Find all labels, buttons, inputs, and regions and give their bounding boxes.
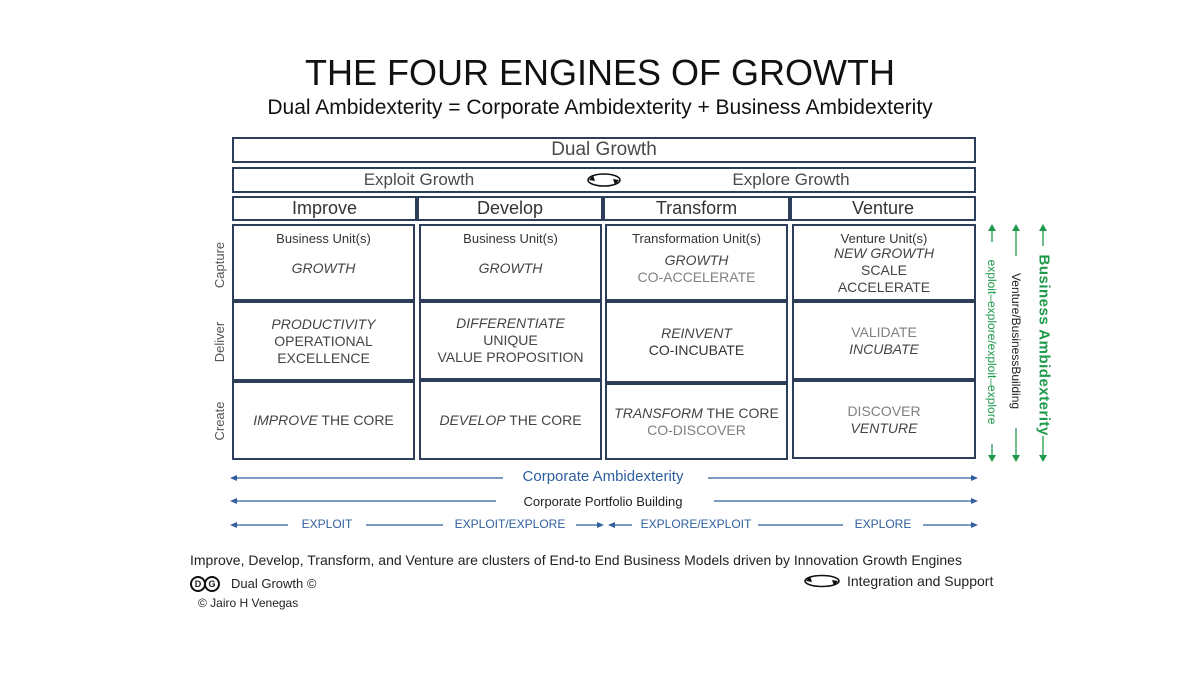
cell-text: THE CORE (505, 411, 582, 428)
row-label-capture: Capture (212, 241, 227, 289)
unit-label: Venture Unit(s) (840, 231, 928, 246)
cell-line: DEVELOP THE CORE (439, 412, 581, 429)
cell-text: SCALE (861, 262, 907, 278)
cell-text: REINVENT (661, 325, 732, 341)
header-venture-label: Venture (851, 198, 915, 218)
portfolio-building-label: Corporate Portfolio Building (523, 494, 683, 509)
cell-venture-create: DISCOVER VENTURE (792, 380, 976, 459)
unit-label: Business Unit(s) (276, 231, 371, 246)
cell-text: THE CORE (702, 404, 779, 421)
explore-label: EXPLORE (854, 517, 912, 531)
copyright-label: © Jairo H Venegas (198, 596, 299, 610)
cell-text: PRODUCTIVITY (271, 315, 376, 332)
bottom-arrows (230, 475, 978, 528)
cell-text: DISCOVER (847, 402, 921, 419)
cell-text: UNIQUE (483, 332, 538, 348)
cell-text: GROWTH (291, 260, 356, 276)
cell-text: EXCELLENCE (277, 349, 370, 366)
cell-transform-capture: Transformation Unit(s) GROWTH CO-ACCELER… (605, 224, 788, 301)
cell-text: DEVELOP (439, 411, 506, 428)
venture-building-side-label: Venture/BusinessBuilding (1009, 272, 1023, 410)
exploit-explore-label: EXPLOIT/EXPLORE (454, 517, 566, 531)
unit-label: Transformation Unit(s) (632, 231, 761, 246)
header-develop: Develop (417, 196, 603, 221)
header-improve-label: Improve (291, 198, 358, 218)
corporate-ambidexterity-label: Corporate Ambidexterity (522, 468, 684, 485)
cell-text: IMPROVE (253, 412, 318, 428)
cell-text: ACCELERATE (837, 279, 931, 295)
cell-text: TRANSFORM (614, 404, 703, 421)
side-arrows (988, 224, 1047, 462)
dual-growth-bar: Dual Growth (232, 137, 976, 163)
cell-develop-deliver: DIFFERENTIATE UNIQUE VALUE PROPOSITION (419, 301, 602, 380)
header-develop-label: Develop (476, 198, 544, 218)
header-transform: Transform (603, 196, 790, 221)
dual-growth-label: Dual Growth (551, 139, 657, 160)
diagram-subtitle: Dual Ambidexterity = Corporate Ambidexte… (267, 96, 933, 119)
footer-note: Improve, Develop, Transform, and Venture… (190, 552, 962, 568)
cell-venture-deliver: VALIDATE INCUBATE (792, 301, 976, 380)
header-improve: Improve (232, 196, 417, 221)
cell-line: TRANSFORM THE CORE (614, 405, 779, 422)
cell-text: THE CORE (317, 412, 394, 428)
explore-exploit-label: EXPLORE/EXPLOIT (640, 517, 752, 531)
dual-growth-logo: D G (190, 575, 230, 593)
cell-transform-create: TRANSFORM THE CORE CO-DISCOVER (605, 383, 788, 460)
brand-label: Dual Growth © (231, 576, 317, 591)
cell-text: VENTURE (850, 419, 918, 436)
cell-improve-deliver: PRODUCTIVITY OPERATIONAL EXCELLENCE (232, 301, 415, 381)
exploit-label: EXPLOIT (301, 517, 353, 531)
header-transform-label: Transform (655, 198, 738, 218)
cell-venture-capture: Venture Unit(s) NEW GROWTH SCALE ACCELER… (792, 224, 976, 301)
explore-growth-label: Explore Growth (732, 170, 850, 189)
diagram-title: THE FOUR ENGINES OF GROWTH (305, 52, 895, 93)
cell-line: IMPROVE THE CORE (253, 412, 394, 429)
cell-text: VALIDATE (851, 323, 917, 340)
business-ambidexterity-side-label: Business Ambidexterity (1035, 254, 1053, 436)
cell-text: GROWTH (664, 252, 729, 268)
cell-text: CO-DISCOVER (647, 421, 746, 438)
cell-improve-capture: Business Unit(s) GROWTH (232, 224, 415, 301)
exploit-explore-side-label: exploit–explore/exploit–explore (985, 259, 999, 425)
exploit-explore-bar: Exploit Growth Explore Growth (232, 167, 976, 193)
cycle-icon (587, 173, 621, 187)
row-label-create: Create (212, 401, 227, 441)
integration-support-label: Integration and Support (847, 573, 994, 589)
integration-cycle-icon (804, 574, 840, 588)
cell-text: INCUBATE (849, 340, 919, 357)
logo-g: G (204, 576, 220, 592)
unit-label: Business Unit(s) (463, 231, 558, 246)
cell-text: CO-ACCELERATE (637, 269, 756, 285)
cell-develop-create: DEVELOP THE CORE (419, 380, 602, 460)
exploit-growth-label: Exploit Growth (363, 170, 475, 189)
cell-text: GROWTH (478, 260, 543, 276)
cell-text: VALUE PROPOSITION (437, 349, 584, 365)
cell-transform-deliver: REINVENT CO-INCUBATE (605, 301, 788, 383)
header-venture: Venture (790, 196, 976, 221)
cell-text: NEW GROWTH (833, 245, 935, 261)
row-label-deliver: Deliver (212, 321, 227, 363)
cell-improve-create: IMPROVE THE CORE (232, 381, 415, 460)
cell-text: DIFFERENTIATE (456, 315, 565, 331)
cell-text: CO-INCUBATE (648, 342, 745, 358)
cell-text: OPERATIONAL (274, 332, 373, 349)
cell-develop-capture: Business Unit(s) GROWTH (419, 224, 602, 301)
